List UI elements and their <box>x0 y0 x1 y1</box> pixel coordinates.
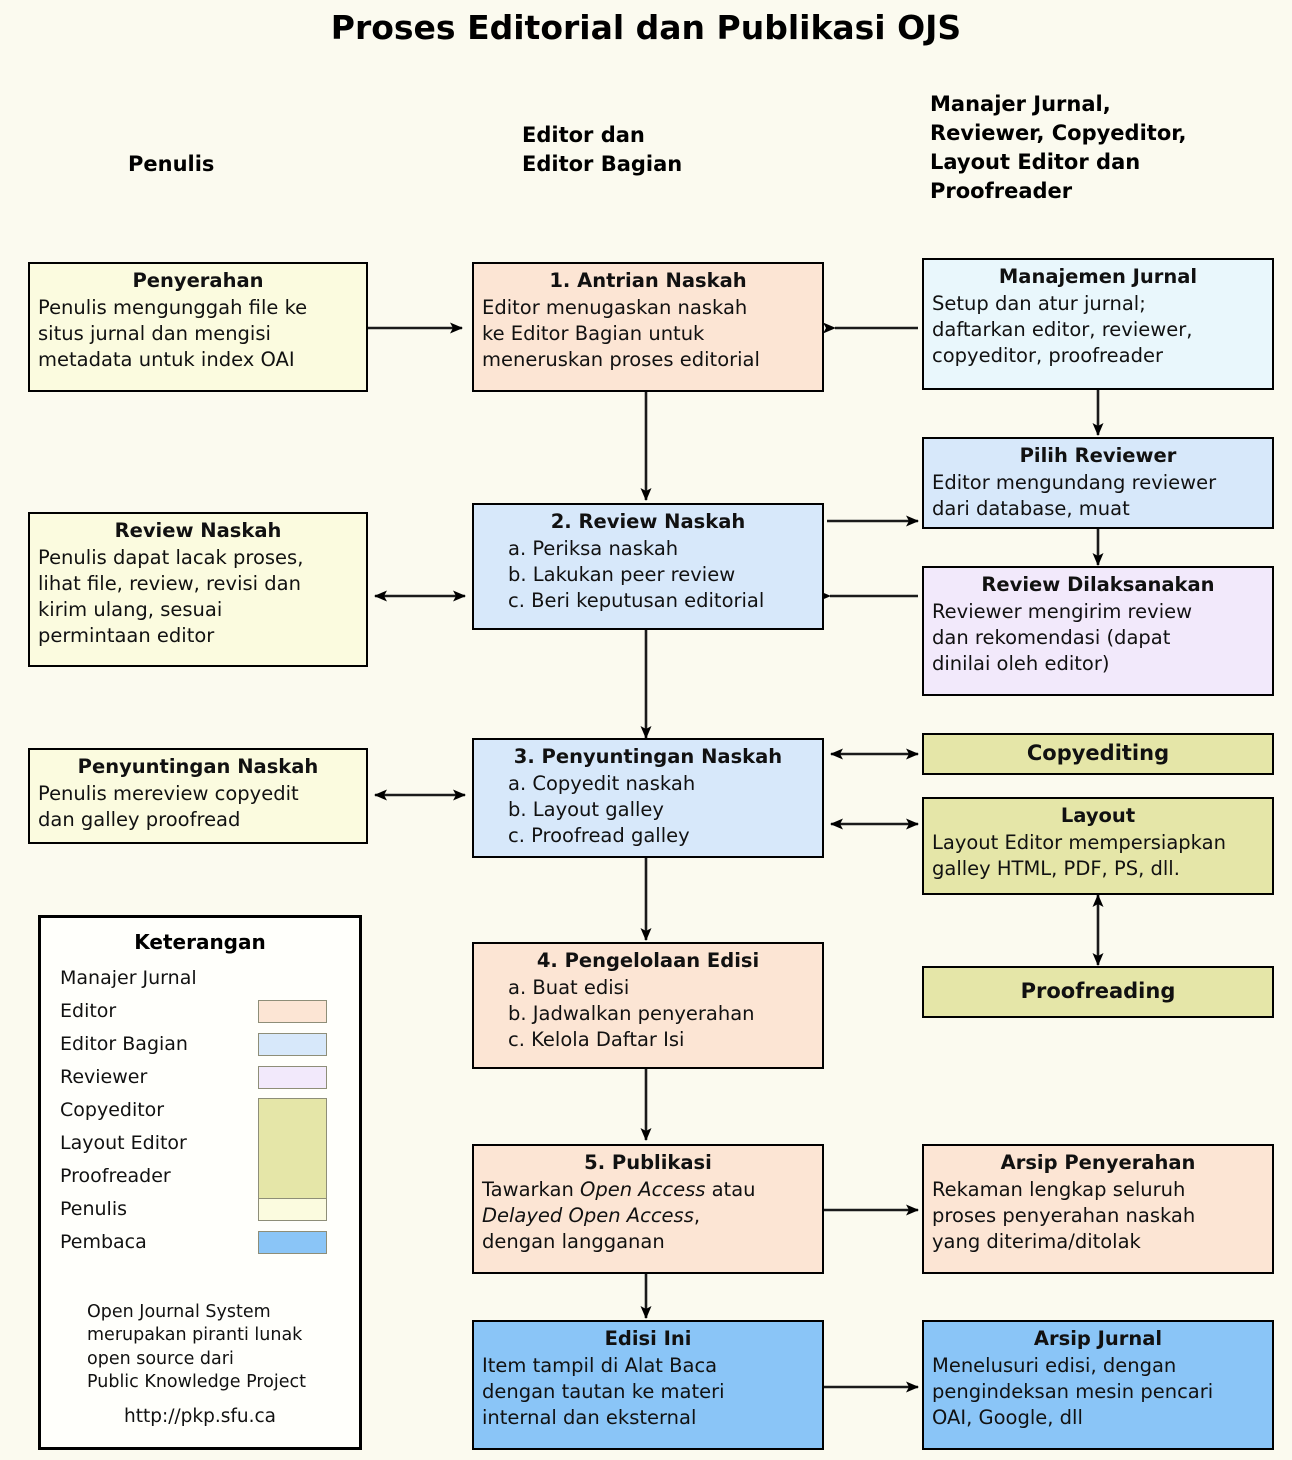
node-pilih-reviewer-body: Editor mengundang reviewer dari database… <box>932 471 1217 521</box>
node-proofreading-heading: Proofreading <box>1020 978 1176 1003</box>
node-review-dilaksanakan-body: Reviewer mengirim review dan rekomendasi… <box>932 600 1193 676</box>
node-arsip-jurnal[interactable]: Arsip Jurnal Menelusuri edisi, dengan pe… <box>922 1320 1274 1450</box>
node-penyuntingan-naskah-body: a. Copyedit naskah b. Layout galley c. P… <box>508 772 696 848</box>
legend-url[interactable]: http://pkp.sfu.ca <box>123 1406 277 1427</box>
node-pengelolaan-edisi-body: a. Buat edisi b. Jadwalkan penyerahan c.… <box>508 976 755 1052</box>
node-penyerahan-heading: Penyerahan <box>132 269 264 292</box>
legend-label: Editor <box>60 1000 117 1022</box>
legend-item-proofreader: Proofreader <box>41 1160 359 1193</box>
node-edisi-ini-heading: Edisi Ini <box>604 1327 692 1350</box>
legend-swatch-editor <box>258 1000 327 1023</box>
node-copyediting-heading: Copyediting <box>1026 740 1170 765</box>
node-pengelolaan-edisi[interactable]: 4. Pengelolaan Edisi a. Buat edisi b. Ja… <box>472 942 824 1069</box>
legend-title: Keterangan <box>134 930 266 954</box>
legend-label: Proofreader <box>60 1165 171 1187</box>
column-header-editor: Editor dan Editor Bagian <box>522 123 683 176</box>
node-pilih-reviewer-heading: Pilih Reviewer <box>1019 444 1177 467</box>
legend-swatch-reviewer <box>258 1066 327 1089</box>
node-penyerahan-body: Penulis mengunggah file ke situs jurnal … <box>38 296 308 372</box>
legend-rows: Manajer Jurnal Editor Editor Bagian Revi… <box>41 962 359 1259</box>
column-header-penulis: Penulis <box>128 152 215 176</box>
node-proofreading[interactable]: Proofreading <box>922 966 1274 1018</box>
legend-item-editor: Editor <box>41 995 359 1028</box>
legend-label: Pembaca <box>60 1231 147 1253</box>
node-review-naskah-penulis-heading: Review Naskah <box>114 519 282 542</box>
node-review-naskah-body: a. Periksa naskah b. Lakukan peer review… <box>508 537 765 613</box>
node-arsip-penyerahan-body: Rekaman lengkap seluruh proses penyeraha… <box>932 1178 1196 1254</box>
legend-item-reviewer: Reviewer <box>41 1061 359 1094</box>
node-publikasi[interactable]: 5. Publikasi Tawarkan Open Access atau D… <box>472 1144 824 1274</box>
node-antrian-naskah-body: Editor menugaskan naskah ke Editor Bagia… <box>482 296 760 372</box>
legend-item-pembaca: Pembaca <box>41 1226 359 1259</box>
node-arsip-jurnal-body: Menelusuri edisi, dengan pengindeksan me… <box>932 1354 1214 1430</box>
node-penyuntingan-naskah-heading: 3. Penyuntingan Naskah <box>513 745 783 768</box>
node-arsip-jurnal-heading: Arsip Jurnal <box>1033 1327 1163 1350</box>
node-penyerahan[interactable]: Penyerahan Penulis mengunggah file ke si… <box>28 262 368 392</box>
legend-label: Layout Editor <box>60 1132 187 1154</box>
node-review-naskah-heading: 2. Review Naskah <box>550 510 746 533</box>
legend-label: Copyeditor <box>60 1099 165 1121</box>
legend-item-layout-editor: Layout Editor <box>41 1127 359 1160</box>
node-antrian-naskah[interactable]: 1. Antrian Naskah Editor menugaskan nask… <box>472 262 824 392</box>
node-edisi-ini-body: Item tampil di Alat Baca dengan tautan k… <box>482 1354 725 1430</box>
legend-note: Open Journal System merupakan piranti lu… <box>87 1302 306 1392</box>
node-arsip-penyerahan[interactable]: Arsip Penyerahan Rekaman lengkap seluruh… <box>922 1144 1274 1274</box>
page-title: Proses Editorial dan Publikasi OJS <box>330 8 962 47</box>
node-review-dilaksanakan[interactable]: Review Dilaksanakan Reviewer mengirim re… <box>922 566 1274 696</box>
node-edisi-ini[interactable]: Edisi Ini Item tampil di Alat Baca denga… <box>472 1320 824 1450</box>
legend-swatch-editor-bagian <box>258 1033 327 1056</box>
node-publikasi-body: Tawarkan Open Access atau Delayed Open A… <box>482 1178 756 1254</box>
legend-swatch-pembaca <box>258 1231 327 1254</box>
node-antrian-naskah-heading: 1. Antrian Naskah <box>549 269 747 292</box>
node-copyediting[interactable]: Copyediting <box>922 733 1274 775</box>
legend-item-editor-bagian: Editor Bagian <box>41 1028 359 1061</box>
node-layout[interactable]: Layout Layout Editor mempersiapkan galle… <box>922 797 1274 895</box>
legend-label: Reviewer <box>60 1066 148 1088</box>
node-pilih-reviewer[interactable]: Pilih Reviewer Editor mengundang reviewe… <box>922 437 1274 529</box>
node-manajemen-jurnal[interactable]: Manajemen Jurnal Setup dan atur jurnal; … <box>922 258 1274 390</box>
node-arsip-penyerahan-heading: Arsip Penyerahan <box>1000 1151 1196 1174</box>
node-review-naskah-penulis[interactable]: Review Naskah Penulis dapat lacak proses… <box>28 512 368 667</box>
node-publikasi-heading: 5. Publikasi <box>584 1151 712 1174</box>
node-penyuntingan-naskah[interactable]: 3. Penyuntingan Naskah a. Copyedit naska… <box>472 738 824 858</box>
legend-item-penulis: Penulis <box>41 1193 359 1226</box>
node-penyuntingan-penulis[interactable]: Penyuntingan Naskah Penulis mereview cop… <box>28 748 368 844</box>
legend-panel: Keterangan Manajer Jurnal Editor Editor … <box>38 915 362 1450</box>
node-layout-heading: Layout <box>1060 804 1136 827</box>
legend-label: Penulis <box>60 1198 128 1220</box>
legend-item-copyeditor: Copyeditor <box>41 1094 359 1199</box>
node-manajemen-jurnal-body: Setup dan atur jurnal; daftarkan editor,… <box>932 292 1193 368</box>
legend-label: Editor Bagian <box>60 1033 188 1055</box>
column-header-others: Manajer Jurnal, Reviewer, Copyeditor, La… <box>930 92 1187 203</box>
node-pengelolaan-edisi-heading: 4. Pengelolaan Edisi <box>536 949 760 972</box>
node-review-dilaksanakan-heading: Review Dilaksanakan <box>981 573 1215 596</box>
node-penyuntingan-penulis-heading: Penyuntingan Naskah <box>77 755 319 778</box>
legend-swatch-penulis <box>258 1198 327 1221</box>
node-penyuntingan-penulis-body: Penulis mereview copyedit dan galley pro… <box>38 782 299 832</box>
node-review-naskah[interactable]: 2. Review Naskah a. Periksa naskah b. La… <box>472 503 824 630</box>
node-manajemen-jurnal-heading: Manajemen Jurnal <box>998 265 1198 288</box>
node-layout-body: Layout Editor mempersiapkan galley HTML,… <box>932 831 1226 881</box>
legend-item-manajer-jurnal: Manajer Jurnal <box>41 962 359 995</box>
legend-label: Manajer Jurnal <box>60 967 197 989</box>
node-review-naskah-penulis-body: Penulis dapat lacak proses, lihat file, … <box>38 546 304 648</box>
